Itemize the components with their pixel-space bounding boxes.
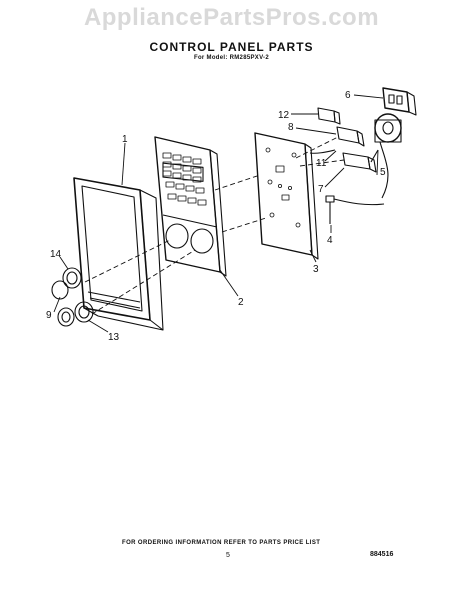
page-number: 5 <box>226 552 230 559</box>
callout-13: 13 <box>108 332 120 343</box>
callout-14: 14 <box>50 249 62 260</box>
callout-11: 11 <box>316 158 327 169</box>
callout-5: 5 <box>380 167 386 178</box>
part-12-relay-small <box>317 107 341 125</box>
part-4-switch <box>325 195 385 224</box>
site-watermark: AppliancePartsPros.com <box>83 4 380 31</box>
part-9-knob <box>51 280 75 327</box>
callout-8: 8 <box>288 122 294 133</box>
part-14-knob-ring <box>62 267 82 289</box>
part-8-relay <box>336 126 365 147</box>
figure-number: 884516 <box>370 551 394 558</box>
part-2-keypad-board <box>154 136 227 277</box>
model-subtitle: For Model: RM285PXV-2 <box>194 55 269 61</box>
part-11-harness <box>309 149 336 154</box>
part-3-mounting-plate <box>254 132 319 260</box>
part-7-connector <box>342 152 377 173</box>
callout-2: 2 <box>238 297 244 308</box>
callout-4: 4 <box>327 235 333 246</box>
leader-lines <box>53 94 384 333</box>
callout-6: 6 <box>345 90 351 101</box>
callout-1: 1 <box>122 134 128 145</box>
ordering-note: FOR ORDERING INFORMATION REFER TO PARTS … <box>122 540 321 546</box>
callout-7: 7 <box>318 184 324 195</box>
page-title: CONTROL PANEL PARTS <box>149 40 314 54</box>
part-13-knob-ring <box>74 301 94 323</box>
callout-12: 12 <box>278 110 290 121</box>
part-5-motor-assembly <box>370 113 402 199</box>
assembly-guide-lines <box>84 136 345 315</box>
part-6-transformer <box>382 87 417 116</box>
callout-3: 3 <box>313 264 319 275</box>
part-1-panel-frame <box>73 177 164 331</box>
callout-9: 9 <box>46 310 52 321</box>
